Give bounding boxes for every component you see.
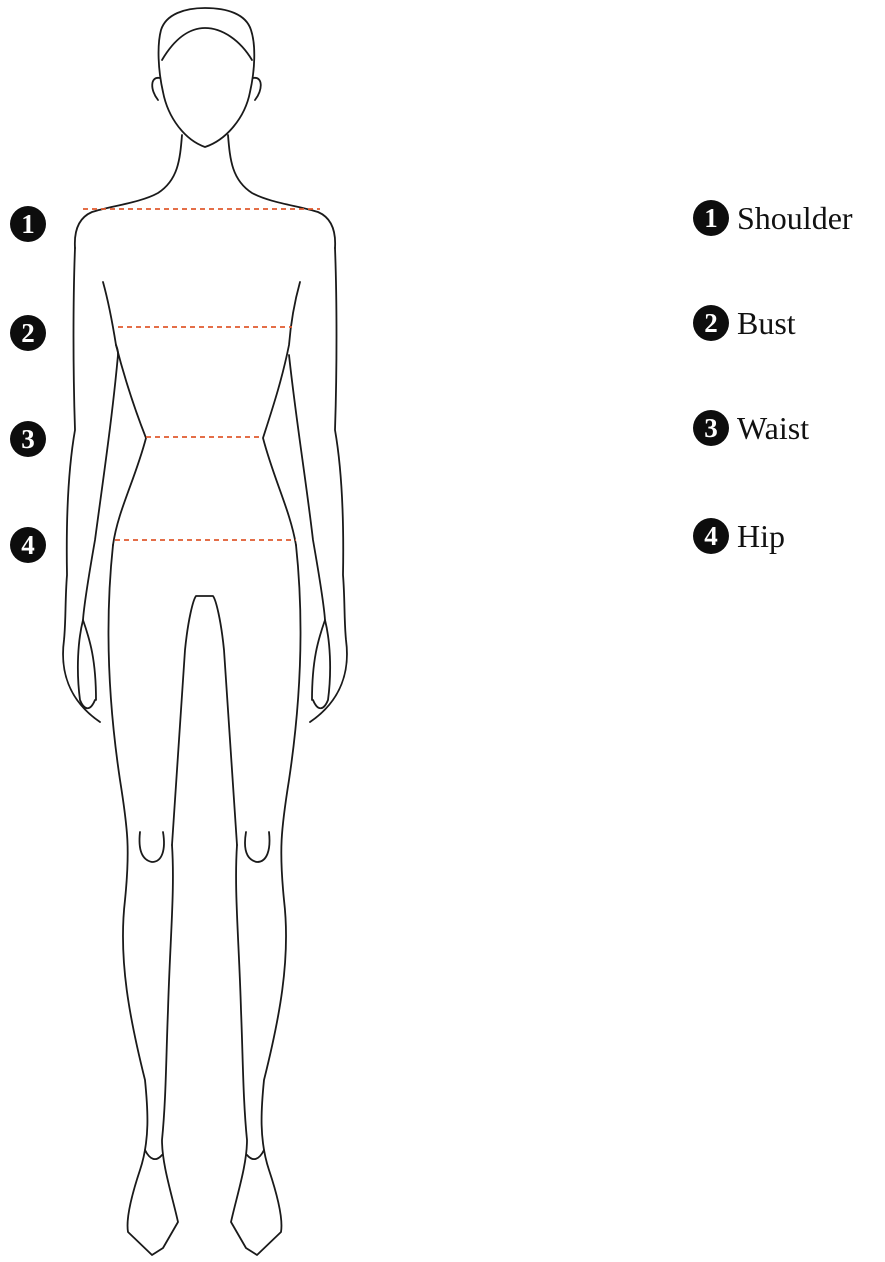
marker-badge-waist: 3 bbox=[10, 421, 46, 457]
legend-label: Waist bbox=[737, 410, 809, 447]
marker-badge-shoulder: 1 bbox=[10, 206, 46, 242]
head-icon bbox=[152, 8, 261, 147]
legend-label: Shoulder bbox=[737, 200, 853, 237]
left-arm-icon bbox=[63, 248, 118, 722]
legend-item-waist: 3 Waist bbox=[693, 410, 809, 446]
legend-item-shoulder: 1 Shoulder bbox=[693, 200, 853, 236]
marker-badge-bust: 2 bbox=[10, 315, 46, 351]
legend-item-bust: 2 Bust bbox=[693, 305, 796, 341]
legend-badge-icon: 4 bbox=[693, 518, 729, 554]
legs-icon bbox=[109, 545, 301, 1255]
legend-label: Hip bbox=[737, 518, 785, 555]
torso-icon bbox=[75, 135, 335, 545]
legend-badge-icon: 2 bbox=[693, 305, 729, 341]
right-arm-icon bbox=[289, 248, 347, 722]
legend-badge-icon: 1 bbox=[693, 200, 729, 236]
legend-badge-icon: 3 bbox=[693, 410, 729, 446]
marker-badge-hip: 4 bbox=[10, 527, 46, 563]
legend-item-hip: 4 Hip bbox=[693, 518, 785, 554]
legend-label: Bust bbox=[737, 305, 796, 342]
